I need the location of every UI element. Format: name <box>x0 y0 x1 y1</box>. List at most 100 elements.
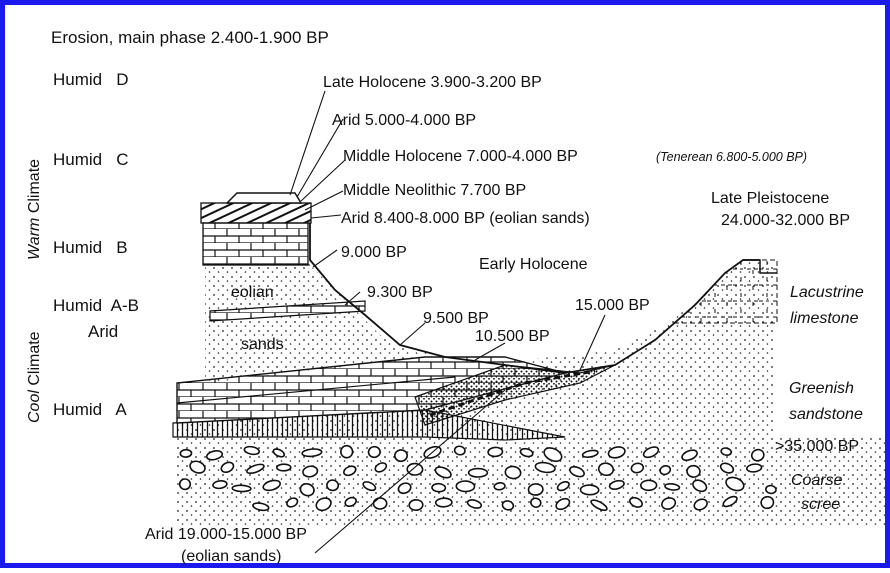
scree-pebble <box>661 497 677 510</box>
scree-pebble <box>530 497 542 508</box>
label-coarse: Coarse <box>791 472 843 489</box>
scree-pebble <box>659 464 672 476</box>
coarse-scree-pebbles <box>178 444 777 512</box>
scree-pebble <box>501 500 515 511</box>
scree-pebble <box>493 482 506 491</box>
scree-pebble <box>590 499 608 512</box>
label-tenerean: (Tenerean 6.800-5.000 BP) <box>656 150 807 164</box>
scree-pebble <box>315 497 332 512</box>
label-sandstone: sandstone <box>789 406 863 423</box>
stratigraphy-diagram: Erosion, main phase 2.400-1.900 BP Humid… <box>26 28 885 565</box>
scree-pebble <box>527 483 544 496</box>
scree-pebble <box>466 499 483 509</box>
label-limestone: limestone <box>790 310 859 327</box>
label-arid-19000-note: (eolian sands) <box>181 548 282 565</box>
phase-humid-d: Humid D <box>53 70 129 89</box>
scree-pebble <box>504 465 522 480</box>
scree-pebble <box>343 465 357 477</box>
scree-pebble <box>640 479 658 492</box>
label-lacustrine: Lacustrine <box>790 284 864 301</box>
label-arid-5000: Arid 5.000-4.000 BP <box>332 112 476 129</box>
label-bp-15000: 15.000 BP <box>575 297 650 314</box>
lacustrine-limestone <box>673 259 778 324</box>
humid-c-band <box>200 202 312 224</box>
scree-pebble <box>276 463 292 472</box>
scree-pebble <box>408 498 424 512</box>
leader-lines <box>289 90 606 554</box>
humid-b-bricks <box>202 222 309 266</box>
phase-humid-ab: Humid A-B <box>53 296 139 315</box>
scree-pebble <box>681 449 698 462</box>
scree-pebble <box>372 497 388 510</box>
scree-pebble <box>286 497 299 508</box>
scree-pebble <box>178 478 192 491</box>
scree-pebble <box>719 462 735 474</box>
scree-pebble <box>179 448 193 458</box>
scree-pebble <box>299 482 315 497</box>
scree-pebble <box>272 448 286 458</box>
scree-pebble <box>519 447 534 458</box>
scree-pebble <box>326 479 340 492</box>
eolian-sands-column <box>205 265 455 383</box>
scree-pebble <box>205 450 224 461</box>
phase-humid-b: Humid B <box>53 238 128 257</box>
phase-arid: Arid <box>88 322 118 341</box>
label-eolian: eolian <box>231 284 274 301</box>
scree-pebble <box>394 449 408 463</box>
scree-pebble <box>487 446 504 458</box>
scree-pebble <box>246 463 265 475</box>
scree-pebble <box>455 480 476 493</box>
scree-pebble <box>344 496 357 508</box>
label-bp-9000: 9.000 BP <box>341 244 407 261</box>
phase-humid-c: Humid C <box>53 150 129 169</box>
scree-pebble <box>534 461 556 474</box>
label-early-holocene: Early Holocene <box>479 256 588 273</box>
scree-pebble <box>725 476 745 492</box>
left-slope-profile <box>309 223 760 374</box>
label-late-pleistocene-dates: 24.000-32.000 BP <box>721 212 850 229</box>
scree-pebble <box>722 495 738 508</box>
label-middle-neolithic: Middle Neolithic 7.700 BP <box>343 182 526 199</box>
scree-pebble <box>220 461 235 474</box>
scree-pebble <box>750 448 765 462</box>
scree-pebble <box>431 482 447 493</box>
scree-pebble <box>760 495 775 510</box>
humid-d-cap <box>225 192 303 204</box>
scree-pebble <box>765 484 777 495</box>
label-arid-19000: Arid 19.000-15.000 BP <box>145 526 307 543</box>
phase-humid-a: Humid A <box>53 400 127 419</box>
scree-pebble <box>746 463 763 473</box>
scree-pebble <box>467 467 489 478</box>
humid-ab-band <box>209 300 366 322</box>
scree-pebble <box>608 479 625 490</box>
scree-pebble <box>367 445 381 459</box>
scree-pebble <box>581 449 599 458</box>
scree-pebble <box>556 480 570 492</box>
scree-pebble <box>301 448 323 458</box>
scree-pebble <box>262 479 281 492</box>
label-middle-holocene: Middle Holocene 7.000-4.000 BP <box>343 148 578 165</box>
label-late-pleistocene: Late Pleistocene <box>711 190 829 207</box>
scree-pebble <box>692 479 708 493</box>
scree-pebble <box>362 481 377 492</box>
scree-pebble <box>252 502 270 512</box>
scree-pebble <box>693 498 708 511</box>
scree-pebble <box>555 497 571 511</box>
label-bp-10500: 10.500 BP <box>475 328 550 345</box>
header-erosion: Erosion, main phase 2.400-1.900 BP <box>51 28 329 47</box>
scree-pebble <box>642 446 660 459</box>
scree-pebble <box>579 484 600 496</box>
cool-climate-label: Cool Climate <box>26 331 43 423</box>
scree-pebble <box>434 466 452 479</box>
label-bp-35000: >35.000 BP <box>775 438 859 455</box>
scree-pebble <box>212 480 228 490</box>
label-arid-8400: Arid 8.400-8.000 BP (eolian sands) <box>341 210 590 227</box>
scree-pebble <box>406 462 424 476</box>
label-greenish: Greenish <box>789 380 854 397</box>
scree-pebble <box>720 447 733 456</box>
scree-pebble <box>243 445 261 456</box>
scree-pebble <box>374 462 388 473</box>
scree-pebble <box>453 445 466 456</box>
label-sands: sands <box>241 336 284 353</box>
